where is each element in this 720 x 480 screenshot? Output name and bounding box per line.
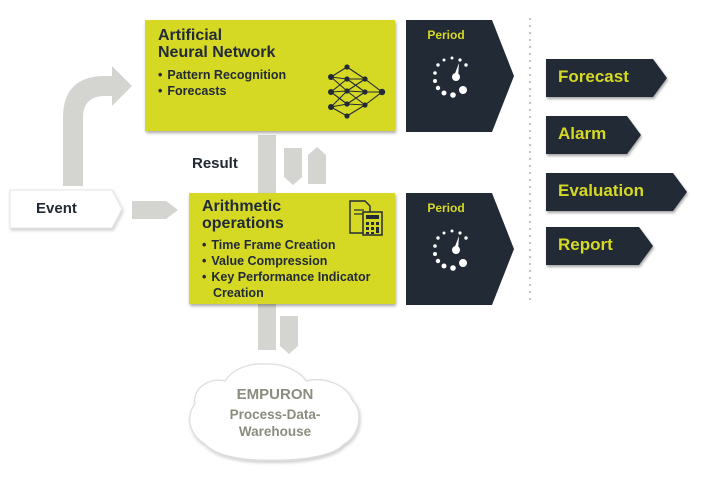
output-tag-evaluation xyxy=(546,173,687,211)
output-label-alarm: Alarm xyxy=(558,124,607,143)
output-label-forecast: Forecast xyxy=(558,67,629,86)
period-shape-top xyxy=(406,20,514,132)
ann-item: Forecasts xyxy=(158,83,286,99)
ann-item: Pattern Recognition xyxy=(158,67,286,83)
output-label-evaluation: Evaluation xyxy=(558,181,644,200)
neural-network-icon xyxy=(328,64,386,119)
arith-item: Value Compression xyxy=(202,253,387,269)
arith-title: Arithmetic operations xyxy=(202,198,284,232)
result-up-arrow xyxy=(308,147,326,184)
calculator-document-icon xyxy=(349,200,383,236)
period-shape-bottom xyxy=(406,193,514,305)
database-name: EMPURON xyxy=(236,386,314,403)
arith-box: Arithmetic operations Time Frame Creatio… xyxy=(189,193,395,304)
stopwatch-icon xyxy=(433,229,468,271)
arith-item: Key Performance Indicator Creation xyxy=(202,269,387,301)
event-to-ann-arrow xyxy=(63,66,132,186)
ann-title: Artificial Neural Network xyxy=(158,27,276,61)
event-label: Event xyxy=(36,200,77,217)
database-cloud xyxy=(189,363,360,461)
database-subtitle: Process-Data- Warehouse xyxy=(229,407,321,439)
output-tag-alarm xyxy=(546,116,641,154)
output-tag-report xyxy=(546,227,653,265)
event-to-arith-arrow xyxy=(132,201,178,219)
ann-list: Pattern Recognition Forecasts xyxy=(158,67,286,99)
arith-list: Time Frame Creation Value Compression Ke… xyxy=(202,237,387,301)
ann-box: Artificial Neural Network Pattern Recogn… xyxy=(145,20,395,131)
result-down-arrow xyxy=(284,148,302,185)
period-label-top: Period xyxy=(427,28,465,42)
arith-item: Time Frame Creation xyxy=(202,237,387,253)
stopwatch-icon xyxy=(433,56,468,98)
output-tag-forecast xyxy=(546,59,667,97)
result-label: Result xyxy=(192,155,238,172)
period-label-bottom: Period xyxy=(427,201,465,215)
arith-to-db-arrow xyxy=(280,316,298,354)
event-tag xyxy=(9,189,123,229)
output-label-report: Report xyxy=(558,235,613,254)
